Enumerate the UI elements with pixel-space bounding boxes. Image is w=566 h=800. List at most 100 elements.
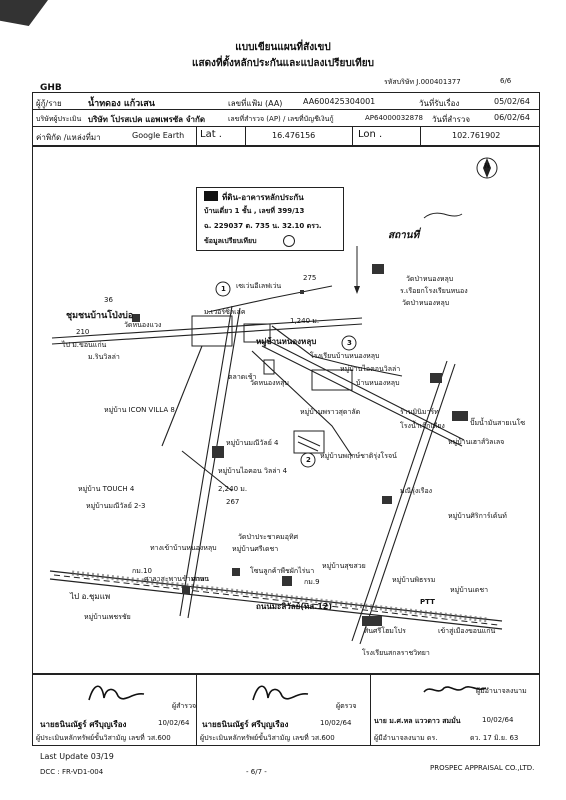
map-label-ban-noi: บ้านหนองหลุบ <box>356 379 400 387</box>
marker-3-label: 3 <box>347 339 352 347</box>
corner-mark <box>0 0 48 26</box>
signer1-date: 10/02/64 <box>158 719 190 727</box>
map-label-temple-south: วัดป่าประชาคมอุทิศ <box>238 533 299 541</box>
map-label-v-cha: หมู่บ้านเพชรชัย <box>84 613 131 621</box>
page-reference: 6/6 <box>500 77 512 85</box>
map-label-dist-2240: 2,240 ม. <box>218 485 248 493</box>
road-bend <box>423 212 463 219</box>
lon-label: Lon . <box>358 129 383 140</box>
signer2-role: ผู้ตรวจ <box>336 702 357 710</box>
signer1-license: ผู้ประเมินหลักทรัพย์ขั้นวิสามัญ เลขที่ ว… <box>36 734 171 742</box>
signer1-name: นายธนินณัฐร์ ศรีบุญเรือง <box>40 720 127 729</box>
legend-box <box>196 187 344 251</box>
map-label-ptt: PTT <box>420 598 435 606</box>
map-frame <box>32 146 540 674</box>
map-label-temple-nong: วัดหนองแวง <box>124 321 162 329</box>
signer3-role: ผู้มีอำนาจลงนาม <box>476 687 527 695</box>
marker-3-icon <box>341 335 357 351</box>
map-label-m-nong: ม.เวอร์ซิลเลค <box>204 308 246 316</box>
map-label-hotel: โรงเรียนบ้านหนองหลุบ <box>310 352 380 360</box>
legend-line-3: ฉ. 229037 ต. 735 น. 32.10 ตรว. <box>204 222 322 230</box>
map-label-village-rose: หมู่บ้านศิริการ์เด้นท์ <box>448 512 507 520</box>
received-label: วันที่รับเรื่อง <box>419 99 460 108</box>
appraiser-company: บริษัท โปรสเปค แอพเพรซัล จำกัด <box>88 115 206 124</box>
map-label-dist-1240: 1,240 ม. <box>290 317 320 325</box>
highway-road <box>49 570 503 630</box>
lat-value: 16.476156 <box>272 131 316 140</box>
comparison-circle-icon <box>283 235 295 247</box>
map-label-entrance: ทางเข้าบ้านหนองหลุบ <box>150 544 217 552</box>
map-label-210: 210 <box>76 328 90 336</box>
company-footer: PROSPEC APPRAISAL CO.,LTD. <box>430 764 535 772</box>
map-label-v-su: หมู่บ้านสุขสวย <box>322 562 366 570</box>
legend-line-1: ที่ดิน-อาคารหลักประกัน <box>222 193 304 202</box>
map-label-mobile: มณีรุ่งเรือง <box>400 487 433 495</box>
diagonal-road <box>351 360 456 645</box>
map-label-village-kru: หมู่บ้านพฤกษ์ชาติรุ่งโรจน์ <box>320 452 397 460</box>
map-label-267: 267 <box>226 498 240 506</box>
map-label-waen: โรงเรียนสกลราชวิทยา <box>362 649 430 657</box>
map-label-road: ถนนมะลิวัลย์(ทล.12) <box>256 602 332 611</box>
signature-2 <box>252 685 309 701</box>
applicant-label: ผู้กู้/ราย <box>36 99 62 108</box>
map-label-nonghlub: หมู่บ้านหนองหลุบ <box>256 337 317 346</box>
pointer-arrow-icon <box>354 286 360 294</box>
site-label: สถานที่ <box>388 230 420 241</box>
map-label-v-sri: หมู่บ้านศรีเดชา <box>232 545 279 553</box>
map-label-temple2: วัดป่าหนองหลุบ <box>402 299 450 307</box>
signer2-name: นายธนินณัฐร์ ศรีบุญเรือง <box>202 720 289 729</box>
map-label-icon-villa: หมู่บ้าน ICON VILLA 8 <box>104 406 175 414</box>
map-label-km9: กม.9 <box>304 578 320 586</box>
page-subtitle: แสดงที่ตั้งหลักประกันและแปลงเปรียบเทียบ <box>192 58 374 69</box>
map-label-m-rin: ม.รินวิลล่า <box>88 353 120 361</box>
company-code: GHB <box>40 83 62 93</box>
legend-line-4: ข้อมูลเปรียบเทียบ <box>204 237 257 245</box>
map-label-temple-market: วัดหนองหลุบ <box>250 379 289 387</box>
signer3-license: ผู้มีอำนาจลงนาม ดร. <box>374 734 438 742</box>
map-label-m-khonkaen: ไป ม.ขอนแก่น <box>62 341 107 349</box>
map-label-seven: เซเว่นอีเลฟเว่น <box>236 282 282 290</box>
map-label-v-mani: หมู่บ้านมณีวัลย์ 4 <box>226 439 279 447</box>
map-label-v-icon4: หมู่บ้านไอคอน วิลล่า 4 <box>218 467 288 475</box>
map-label-275: 275 <box>303 274 317 282</box>
received-date: 05/02/64 <box>494 97 530 106</box>
survey-no-label: เลขที่สำรวจ (AP) / เลขที่บัญชีเงินกู้ <box>228 115 334 123</box>
survey-date: 06/02/64 <box>494 113 530 122</box>
reference-number: รหัสบริษัท J.000401377 <box>384 78 461 86</box>
map-label-prow: ศาลาสะพานข้ามถนน <box>144 575 210 583</box>
signer2-license: ผู้ประเมินหลักทรัพย์ขั้นวิสามัญ เลขที่ ว… <box>200 734 335 742</box>
cell-divider <box>245 126 246 146</box>
collateral-swatch <box>204 191 218 201</box>
page-title: แบบเขียนแผนที่สังเขป <box>235 42 331 53</box>
signature-1 <box>88 685 145 701</box>
map-label-market: ตลาดเช้า <box>228 373 257 381</box>
map-label-lotus: หมู่บ้านเฮาส์วิลเลจ <box>448 438 505 446</box>
map-label-v-nam: หมู่บ้านพิธรรม <box>392 576 436 584</box>
legend-line-2: บ้านเดี่ยว 1 ชั้น , เลขที่ 399/13 <box>204 207 305 215</box>
map-label-sk-village: หมู่บ้านพราวสุดาลัด <box>300 408 361 416</box>
appraiser-company-label: บริษัทผู้ประเมิน <box>36 115 82 123</box>
map-label-v-touch: หมู่บ้าน TOUCH 4 <box>78 485 135 493</box>
signer3-name: นาย ม.ศ.หล แววดาว สมมั่น <box>374 717 461 725</box>
map-label-v-baan: หมู่บ้านเดชา <box>450 586 489 594</box>
map-label-rice: โรงน้ำเจ๊กเตียง <box>400 422 445 430</box>
map-label-gas: ปั๊มน้ำมันสายเนโซ <box>470 419 526 427</box>
map-label-shop: ร้านมินิมาร์ท <box>400 408 439 416</box>
signature-divider <box>370 674 371 746</box>
cell-divider <box>420 126 421 146</box>
marker-1-icon <box>215 281 231 297</box>
applicant-name: น้ำทดอง แก้วเสน <box>88 99 155 109</box>
coord-label: ค่าพิกัด /แหล่งที่มา <box>36 133 101 142</box>
map-label-v-mani23: หมู่บ้านมณีวัลย์ 2-3 <box>86 502 146 510</box>
map-label-salt: สินศรีโฮมโปร <box>364 627 406 635</box>
app-no-label: เลขที่แฟ้ม (AA) <box>228 99 283 108</box>
map-label-village-lumbs: ชุมชนบ้านโป่งบ่อ <box>66 311 134 321</box>
coord-source: Google Earth <box>132 131 185 140</box>
marker-1-label: 1 <box>221 285 226 293</box>
marker-2-label: 2 <box>306 456 311 464</box>
doc-code: DCC : FR-VD1-004 <box>40 768 104 776</box>
marker-2-icon <box>300 452 316 468</box>
map-label-village-kaew: หมู่บ้านไอคอนวิลล่า <box>340 365 401 373</box>
map-buildings <box>132 264 468 626</box>
map-label-to-phon: ไป อ.ชุมแพ <box>70 592 111 601</box>
